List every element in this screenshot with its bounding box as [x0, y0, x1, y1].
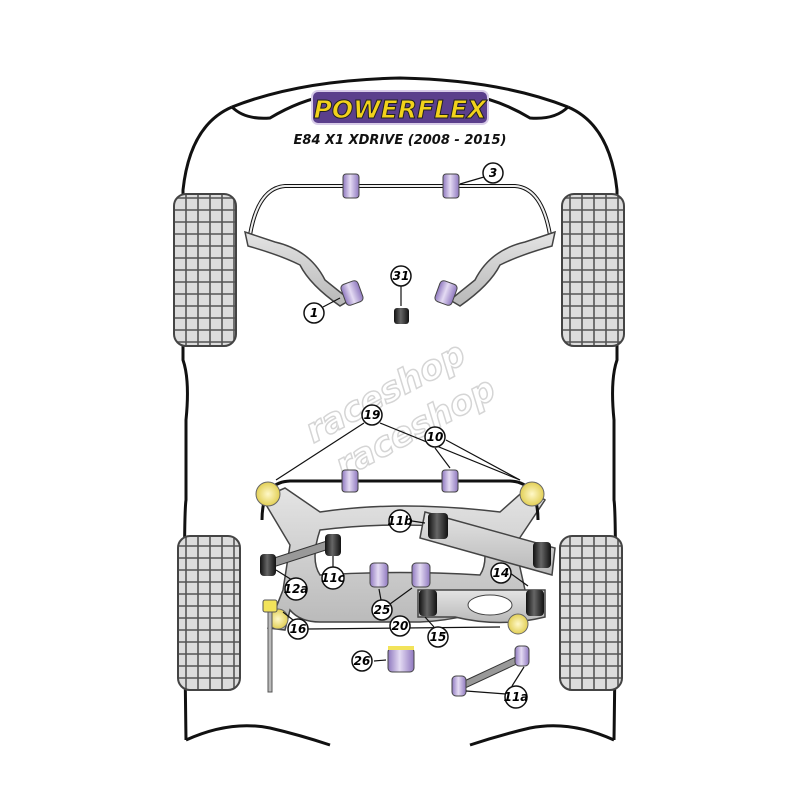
- svg-text:11a: 11a: [504, 690, 529, 704]
- mount-rod-16: [262, 599, 278, 693]
- callout-20: 20: [389, 615, 411, 637]
- arm-11b: [419, 511, 556, 576]
- callout-19: 19: [361, 404, 383, 426]
- callout-15: 15: [427, 626, 449, 648]
- leader-lines: [275, 176, 529, 695]
- rear-arb-bush-right: [441, 469, 459, 493]
- svg-text:31: 31: [393, 269, 410, 283]
- callout-11a: 11a: [504, 685, 529, 709]
- svg-text:3: 3: [489, 166, 497, 180]
- bush-25-left: [369, 562, 389, 588]
- link-11a: [451, 645, 530, 697]
- bush-11b-inner: [428, 513, 448, 539]
- subframe-mount-20: [507, 613, 529, 635]
- tyre-rear-left: [177, 535, 241, 691]
- front-arm-right: [448, 230, 557, 307]
- svg-text:26: 26: [354, 654, 371, 668]
- callout-12a: 12a: [284, 577, 309, 601]
- callout-16: 16: [287, 618, 309, 640]
- svg-text:20: 20: [392, 619, 409, 633]
- callout-26: 26: [351, 650, 373, 672]
- raceshop-watermark: raceshop raceshop: [298, 333, 503, 487]
- callout-11b: 11b: [387, 509, 413, 533]
- rear-arb-bush-left: [341, 469, 359, 493]
- bush-25-right: [411, 562, 431, 588]
- svg-text:15: 15: [430, 630, 447, 644]
- bush-12a: [260, 554, 276, 576]
- callout-14: 14: [490, 562, 512, 584]
- svg-text:19: 19: [364, 408, 381, 422]
- bush-26: [387, 646, 415, 673]
- bush-31: [394, 308, 409, 324]
- callout-31: 31: [390, 265, 412, 287]
- front-arm-left: [243, 230, 352, 307]
- vehicle-model-title: E84 X1 XDRIVE (2008 - 2015): [294, 133, 507, 148]
- svg-text:16: 16: [290, 622, 307, 636]
- tyre-front-right: [561, 193, 625, 347]
- svg-text:25: 25: [374, 603, 391, 617]
- svg-text:POWERFLEX: POWERFLEX: [314, 95, 489, 124]
- svg-text:12a: 12a: [284, 582, 309, 596]
- svg-text:11b: 11b: [387, 514, 413, 528]
- bush-14: [526, 590, 544, 616]
- bush-11b-outer: [533, 542, 551, 568]
- front-arm-bush-right: [434, 280, 458, 306]
- bush-15: [419, 590, 437, 616]
- front-arb-bush-left: [342, 173, 360, 199]
- bush-11c: [325, 534, 341, 556]
- callout-11c: 11c: [321, 566, 345, 590]
- callout-10: 10: [424, 426, 446, 448]
- powerflex-logo: POWERFLEX: [311, 90, 489, 125]
- subframe-mount-19-left: [255, 481, 281, 507]
- svg-text:11c: 11c: [321, 571, 345, 585]
- tyre-rear-right: [559, 535, 623, 691]
- subframe-mount-19-right: [519, 481, 545, 507]
- front-arm-bush-left: [340, 280, 364, 306]
- car-body-outline: [181, 76, 619, 747]
- front-arb-bush-right: [442, 173, 460, 199]
- svg-text:1: 1: [310, 306, 318, 320]
- tyre-front-left: [173, 193, 237, 347]
- svg-text:10: 10: [427, 430, 444, 444]
- front-anti-roll-bar: [248, 184, 552, 236]
- callout-25: 25: [371, 599, 393, 621]
- callout-3: 3: [482, 162, 504, 184]
- callout-1: 1: [303, 302, 325, 324]
- svg-text:14: 14: [493, 566, 510, 580]
